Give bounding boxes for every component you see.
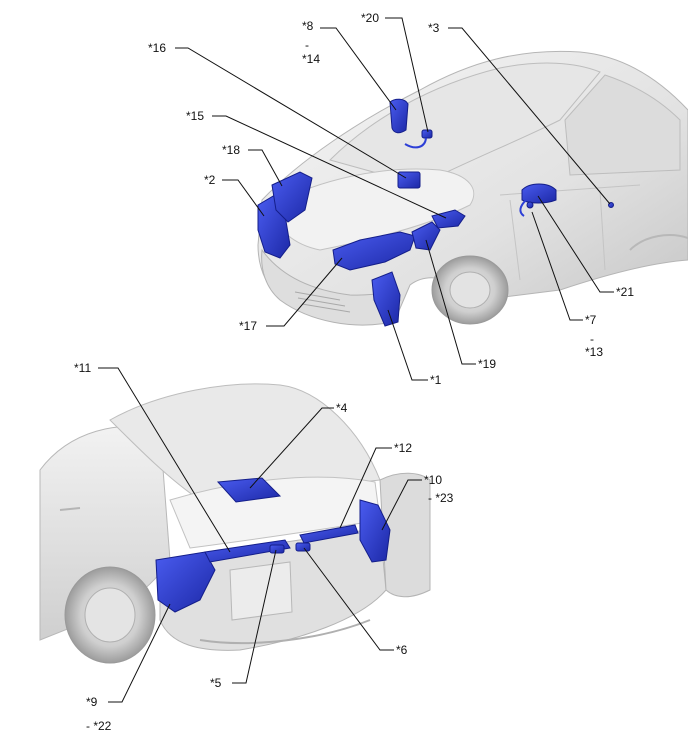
leader-21 (537, 195, 614, 293)
part-21-connector (526, 201, 534, 209)
leader-16 (175, 47, 407, 179)
part-4-trunk-module (216, 477, 282, 503)
leader-15 (212, 115, 447, 219)
callout-11: *11 (74, 361, 92, 375)
callout-8: *8 (302, 19, 314, 33)
callout-8-dash: - (305, 38, 309, 52)
part-11-trim-strip (204, 539, 291, 563)
part-5-unit (269, 544, 285, 554)
callout-1: *1 (430, 373, 442, 387)
callout-7-dash: - (590, 332, 594, 346)
part-16-module (397, 171, 421, 189)
leader-10 (381, 479, 422, 531)
callout-15: *15 (186, 109, 205, 123)
callout-18: *18 (222, 143, 241, 157)
part-15-unit (431, 209, 466, 229)
callout-23: - *23 (428, 491, 454, 505)
leader-9 (108, 603, 171, 703)
callout-22: - *22 (86, 719, 112, 733)
callout-2: *2 (204, 173, 216, 187)
part-6-unit (295, 542, 311, 552)
leader-3 (448, 27, 611, 205)
callout-3: *3 (428, 21, 440, 35)
leader-8 (320, 27, 397, 111)
callout-19: *19 (478, 357, 497, 371)
leader-4 (249, 407, 334, 489)
front-side-windows (564, 74, 681, 176)
leader-1 (387, 309, 428, 381)
callout-13: *13 (585, 345, 604, 359)
part-10-tail-lamp-right (359, 499, 391, 563)
part-17-headlamp-right (332, 231, 416, 271)
leader-5 (232, 549, 277, 684)
part-19-fender-unit (411, 221, 441, 251)
leader-7 (531, 211, 583, 321)
front-vehicle (257, 50, 688, 326)
part-18-lamp-upper (271, 171, 313, 223)
leader-20 (385, 17, 429, 133)
callout-14: *14 (302, 52, 321, 66)
leader-6 (303, 547, 394, 651)
callout-21: *21 (616, 285, 635, 299)
callout-7: *7 (585, 313, 597, 327)
callout-6: *6 (396, 643, 408, 657)
callout-5: *5 (210, 676, 222, 690)
part-1-lower-module (371, 271, 401, 327)
leader-18 (248, 149, 283, 187)
part-7-outer-mirror (521, 183, 557, 204)
part-8-interior-mirror (389, 98, 409, 134)
leader-19 (425, 239, 476, 365)
callout-4: *4 (336, 401, 348, 415)
leader-lines (98, 17, 614, 703)
callout-10: *10 (424, 473, 443, 487)
callout-16: *16 (148, 41, 167, 55)
callout-20: *20 (361, 11, 380, 25)
front-grille (294, 291, 351, 313)
leader-2 (222, 179, 265, 217)
callout-9: *9 (86, 695, 98, 709)
front-hood (269, 168, 475, 251)
part-12-garnish (299, 524, 359, 544)
callout-12: *12 (394, 441, 413, 455)
leader-17 (266, 257, 343, 327)
front-highlighted-parts (257, 98, 614, 327)
rear-highlighted-parts (155, 477, 391, 613)
leader-11 (98, 367, 231, 553)
part-20-sensor (421, 129, 433, 139)
leader-12 (339, 447, 392, 529)
callout-17: *17 (239, 319, 258, 333)
